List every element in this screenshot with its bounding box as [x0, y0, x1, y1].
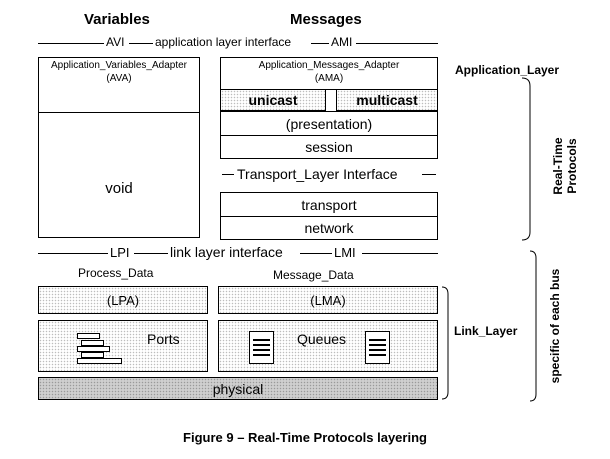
avi-label: AVI — [106, 35, 125, 49]
variables-header: Variables — [84, 11, 150, 28]
lpa-box: (LPA) — [38, 286, 208, 314]
ama-title: Application_Messages_Adapter — [258, 60, 400, 71]
specific-bus-label: specific of each bus — [548, 268, 562, 384]
session-box: session — [220, 135, 438, 159]
lpi-label: LPI — [110, 245, 130, 260]
messages-header: Messages — [290, 11, 362, 28]
link-layer-brace — [441, 286, 449, 400]
ava-title: Application_Variables_Adapter — [50, 60, 187, 71]
transport-interface-line-left — [222, 174, 234, 175]
real-time-protocols-label: Real-Time Protocols — [551, 137, 579, 195]
queues-box: Queues — [218, 320, 438, 372]
queues-label: Queues — [297, 331, 347, 347]
network-box: network — [220, 216, 438, 240]
ama-abbr: (AMA) — [314, 73, 344, 84]
lma-box: (LMA) — [218, 286, 438, 314]
ports-box: Ports — [38, 320, 208, 372]
specific-bus-brace — [529, 250, 537, 402]
ava-abbr: (AVA) — [106, 73, 132, 84]
void-label: void — [105, 180, 133, 197]
transport-box: transport — [220, 192, 438, 217]
ports-label: Ports — [147, 331, 180, 347]
ports-table-icon — [77, 333, 122, 364]
link-interface-label: link layer interface — [170, 244, 283, 260]
app-interface-label: application layer interface — [155, 35, 292, 49]
real-time-protocols-brace — [521, 77, 531, 241]
link-layer-label: Link_Layer — [454, 324, 518, 338]
process-data-label: Process_Data — [78, 266, 154, 280]
ava-box: Application_Variables_Adapter (AVA) void — [38, 57, 200, 238]
ama-box: Application_Messages_Adapter (AMA) — [220, 57, 438, 90]
message-data-label: Message_Data — [273, 268, 354, 282]
multicast-box: multicast — [336, 89, 438, 111]
application-layer-label: Application_Layer — [455, 63, 560, 77]
unicast-box: unicast — [220, 89, 326, 111]
ami-label: AMI — [331, 35, 353, 49]
transport-interface-line-right — [422, 174, 436, 175]
transport-interface-label: Transport_Layer Interface — [237, 166, 398, 182]
physical-box: physical — [38, 377, 438, 400]
queue-document-icon-right — [365, 331, 390, 364]
lmi-label: LMI — [334, 245, 356, 260]
presentation-box: (presentation) — [220, 111, 438, 136]
queue-document-icon-left — [249, 331, 274, 364]
figure-caption: Figure 9 – Real-Time Protocols layering — [183, 430, 427, 445]
